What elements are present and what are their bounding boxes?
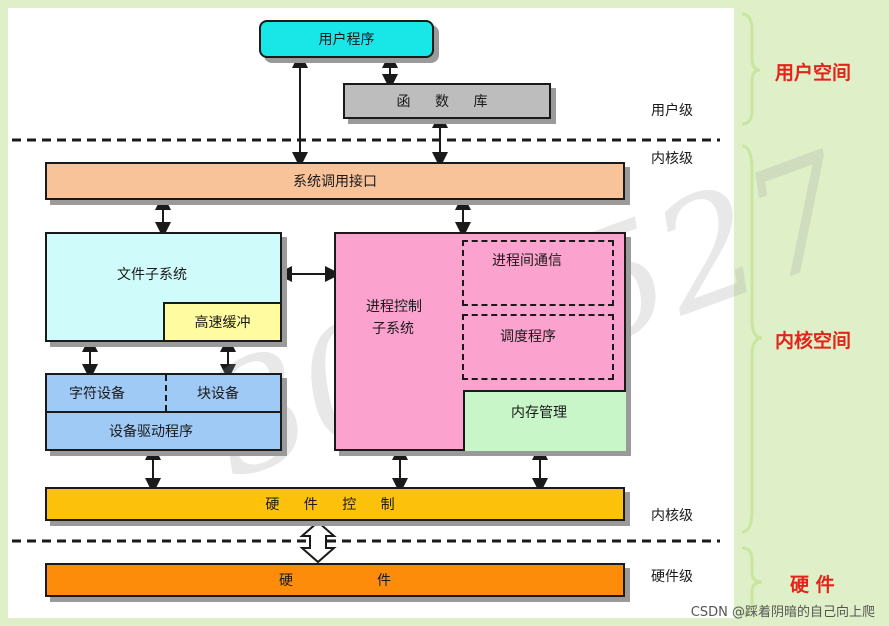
kernel-space-label: 内核空间 (775, 330, 852, 352)
hw-control-box: 硬 件 控 制 (45, 487, 625, 521)
user-program-box: 用户程序 (259, 20, 434, 58)
driver-label: 设备驱动程序 (109, 424, 193, 440)
bracket-user-space (741, 12, 761, 126)
process-box: 进程控制 子系统 进程间通信 调度程序 内存管理 (334, 232, 626, 451)
kernel-level-label-top: 内核级 (651, 151, 693, 167)
hardware-space-label: 硬 件 (790, 574, 835, 596)
devices-divider (47, 411, 280, 413)
fs-label: 文件子系统 (117, 267, 187, 283)
devices-dashed-divider (165, 375, 167, 411)
hardware-box: 硬 件 (45, 563, 625, 597)
library-box: 函 数 库 (343, 83, 551, 119)
hw-control-label: 硬 件 控 制 (265, 497, 405, 513)
block-device-label: 块设备 (197, 386, 239, 402)
hardware-label: 硬 件 (279, 573, 391, 589)
cache-label: 高速缓冲 (194, 315, 251, 331)
memory-box: 内存管理 (463, 390, 626, 451)
user-space-label: 用户空间 (775, 62, 852, 84)
process-label-line1: 进程控制 (366, 299, 422, 315)
ipc-label: 进程间通信 (492, 253, 562, 269)
kernel-level-label-bottom: 内核级 (651, 508, 693, 524)
hardware-level-label: 硬件级 (651, 569, 693, 585)
footer-credit: CSDN @踩着阴暗的自己向上爬 (690, 605, 875, 620)
process-label-line2: 子系统 (372, 321, 414, 337)
scheduler-box: 调度程序 (462, 314, 614, 380)
arrow-hwcontrol-hardware (299, 520, 337, 564)
syscall-box: 系统调用接口 (45, 162, 625, 200)
user-level-label: 用户级 (651, 103, 693, 119)
scheduler-label: 调度程序 (500, 329, 556, 345)
char-device-label: 字符设备 (69, 386, 125, 402)
library-label: 函 数 库 (396, 94, 498, 110)
bracket-kernel-space (741, 144, 763, 534)
user-program-label: 用户程序 (318, 32, 375, 48)
memory-label: 内存管理 (511, 405, 567, 421)
devices-box: 字符设备 块设备 设备驱动程序 (45, 373, 282, 451)
bracket-hardware-space (741, 546, 763, 616)
syscall-label: 系统调用接口 (293, 174, 377, 190)
ipc-box: 进程间通信 (462, 240, 614, 306)
cache-box: 高速缓冲 (163, 302, 282, 342)
